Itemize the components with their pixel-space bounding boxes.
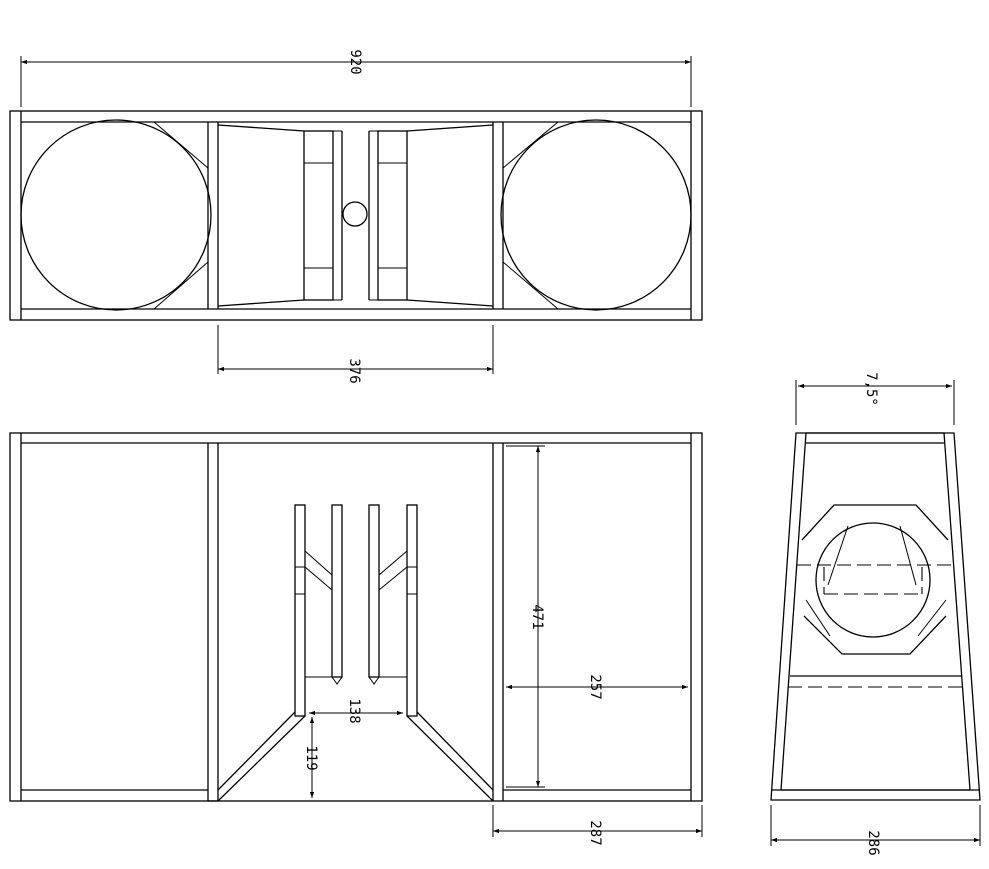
right-woofer-circle [500,119,692,311]
dim-throat-height: 119 [303,745,319,770]
dim-side-width: 287 [587,820,603,845]
dim-overall-width: 920 [347,49,363,74]
top-view-outer-frame [9,110,703,321]
dim-depth: 257 [587,674,603,699]
front-view-outer-frame [9,432,703,802]
dim-angle: 7,5° [863,372,879,406]
fin-1 [294,504,306,717]
right-horn-slot [377,130,408,301]
top-view: 920 376 [9,49,703,384]
fin-4 [406,504,418,717]
center-port-circle [342,201,368,227]
fin-2 [331,504,343,678]
dim-base-width: 286 [865,830,881,855]
dim-height: 471 [529,604,545,629]
dim-slot-width: 138 [346,698,362,723]
front-view: 471 257 138 119 287 [9,432,703,846]
left-woofer-circle [20,119,212,311]
side-driver-circle [815,522,931,638]
side-view: 7,5° 286 [770,372,981,856]
dim-horn-mouth-width: 376 [346,358,362,383]
left-horn-slot [303,130,334,301]
fin-3 [368,504,380,678]
